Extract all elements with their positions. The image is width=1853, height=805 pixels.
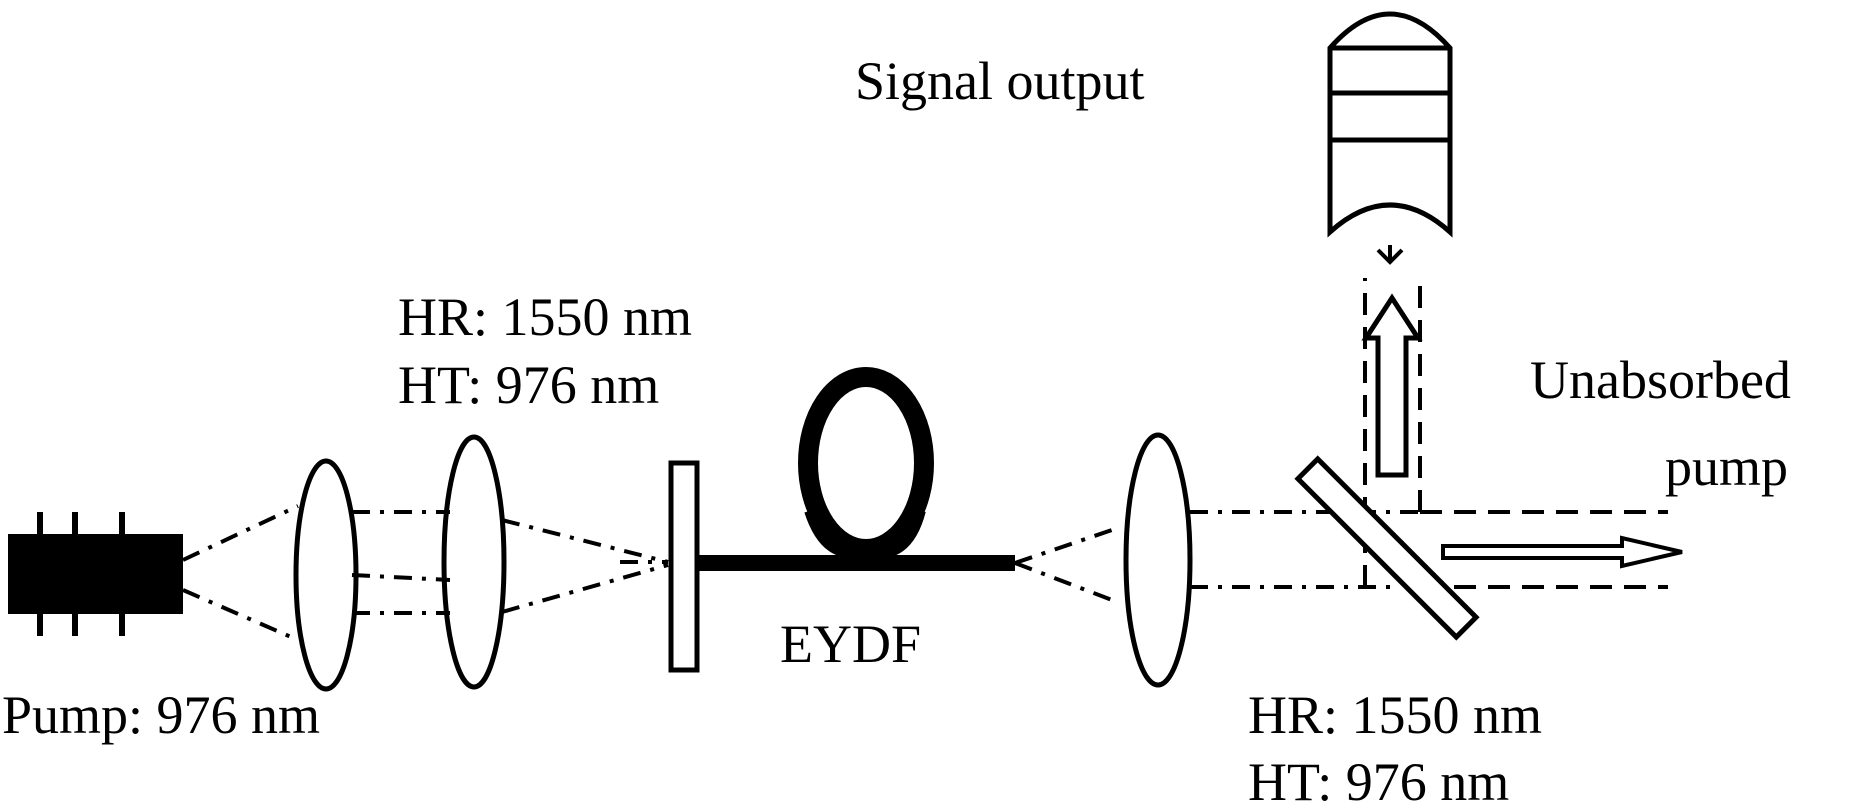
output-mirror-ht-label: HT: 976 nm <box>1248 752 1509 805</box>
focusing-lens-2 <box>441 434 507 690</box>
output-beam-diverging <box>1014 528 1113 602</box>
unabsorbed-pump-arrow <box>1441 535 1683 569</box>
collimating-lens-1 <box>293 458 359 692</box>
fiber-label: EYDF <box>780 614 921 674</box>
pump-beam-diverging <box>182 504 299 642</box>
unabsorbed-pump-beam <box>1420 510 1668 589</box>
unabsorbed-label-line2: pump <box>1665 437 1788 497</box>
eydf-fiber <box>697 367 1015 571</box>
pump-beam-collimated <box>351 510 451 615</box>
input-mirror-ht-label: HT: 976 nm <box>398 355 659 415</box>
signal-output-label: Signal output <box>855 51 1145 111</box>
detector-icon <box>1327 11 1453 265</box>
input-mirror-hr-label: HR: 1550 nm <box>398 287 692 347</box>
output-dichroic-mirror <box>1294 455 1480 641</box>
input-dichroic-mirror <box>668 460 700 673</box>
pump-laser-diode <box>8 512 183 636</box>
output-beam-collimated <box>1190 510 1420 589</box>
unabsorbed-label-line1: Unabsorbed <box>1530 350 1791 410</box>
pump-beam-converging <box>501 518 669 614</box>
output-collimating-lens <box>1123 432 1193 688</box>
pump-label: Pump: 976 nm <box>2 685 320 745</box>
signal-output-arrow <box>1361 293 1423 478</box>
output-mirror-hr-label: HR: 1550 nm <box>1248 685 1542 745</box>
